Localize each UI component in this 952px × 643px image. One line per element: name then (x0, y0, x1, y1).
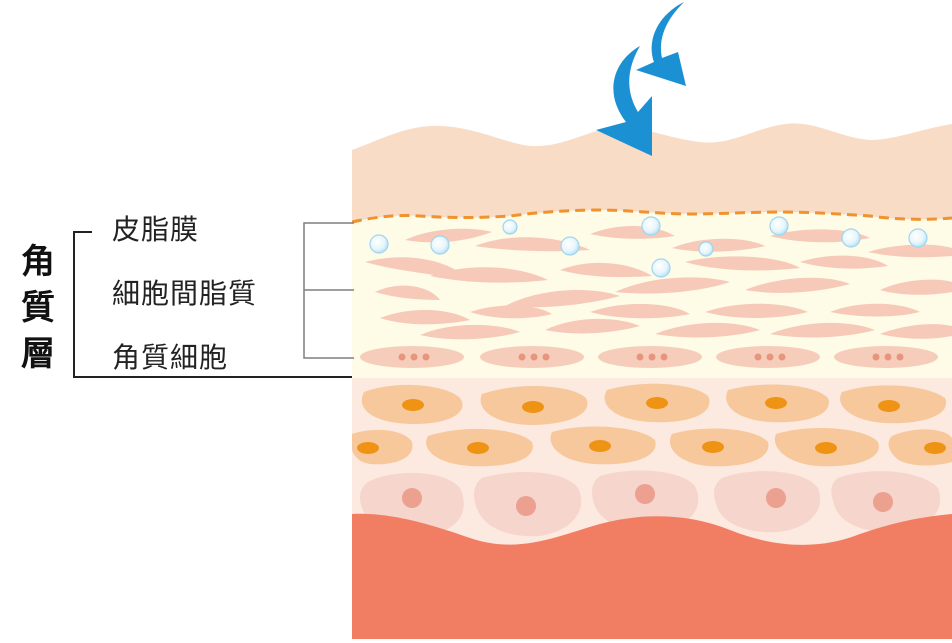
lipid (745, 277, 850, 293)
nucleus (702, 441, 724, 453)
lipid (800, 255, 888, 269)
layer-label-sebum: 皮脂膜 (112, 213, 200, 246)
stratum-label-char: 角 (21, 242, 55, 282)
leader-lines (303, 222, 354, 359)
bubble (769, 216, 789, 236)
lipid (420, 324, 520, 340)
stratum-label-char: 層 (21, 334, 55, 374)
nucleus (765, 397, 787, 409)
layer-label-corneocyte: 角質細胞 (112, 341, 229, 374)
bubble (651, 258, 671, 278)
nucleus (357, 442, 379, 454)
bubble (641, 216, 661, 236)
lipid (470, 305, 552, 319)
nucleus (646, 397, 668, 409)
nucleus (815, 442, 837, 454)
bubble (369, 234, 389, 254)
lipid (830, 303, 920, 317)
spinous-nuclei (402, 484, 893, 516)
nucleus (402, 399, 424, 411)
bubble (841, 228, 861, 248)
layer-label-intercellular: 細胞間脂質 (112, 277, 258, 310)
nucleus (635, 484, 655, 504)
lipid (505, 290, 620, 308)
incoming-arrows (596, 2, 686, 156)
arrow-icon (596, 46, 652, 156)
lipid (405, 228, 492, 243)
lipid (685, 256, 800, 271)
lipid (545, 318, 640, 334)
bubble (430, 235, 450, 255)
granular-cell (352, 429, 413, 465)
lipid (705, 303, 808, 318)
lipid (375, 285, 440, 300)
lipid (590, 303, 690, 319)
lipid (615, 277, 730, 294)
nucleus (516, 496, 536, 516)
nucleus (589, 440, 611, 452)
lipid (770, 322, 875, 338)
bubble (560, 236, 580, 256)
granular-cell (888, 429, 952, 466)
nucleus (522, 401, 544, 413)
sebum-membrane-line (352, 208, 952, 224)
bubble (908, 228, 928, 248)
arrow-icon (636, 2, 686, 86)
lipid (655, 322, 760, 338)
nucleus (766, 488, 786, 508)
nucleus (873, 492, 893, 512)
lipid (380, 309, 470, 325)
lipid (430, 267, 548, 283)
lipid (560, 262, 652, 278)
stratum-label-char: 質 (21, 288, 55, 328)
corneocyte-row (360, 346, 938, 368)
outer-skin-layer (352, 123, 952, 222)
lipid (880, 324, 952, 339)
bubble (698, 241, 714, 257)
moisture-bubbles (369, 216, 928, 278)
lipid (672, 238, 765, 252)
intercellular-lipids (365, 225, 952, 340)
granular-nuclei (357, 397, 946, 454)
bubble (502, 219, 518, 235)
nucleus (467, 442, 489, 454)
lipid (868, 244, 952, 258)
dermis-layer (352, 513, 952, 639)
nucleus (924, 442, 946, 454)
lipid (880, 279, 952, 295)
nucleus (878, 400, 900, 412)
stratum-bracket (73, 231, 352, 378)
nucleus (402, 488, 422, 508)
